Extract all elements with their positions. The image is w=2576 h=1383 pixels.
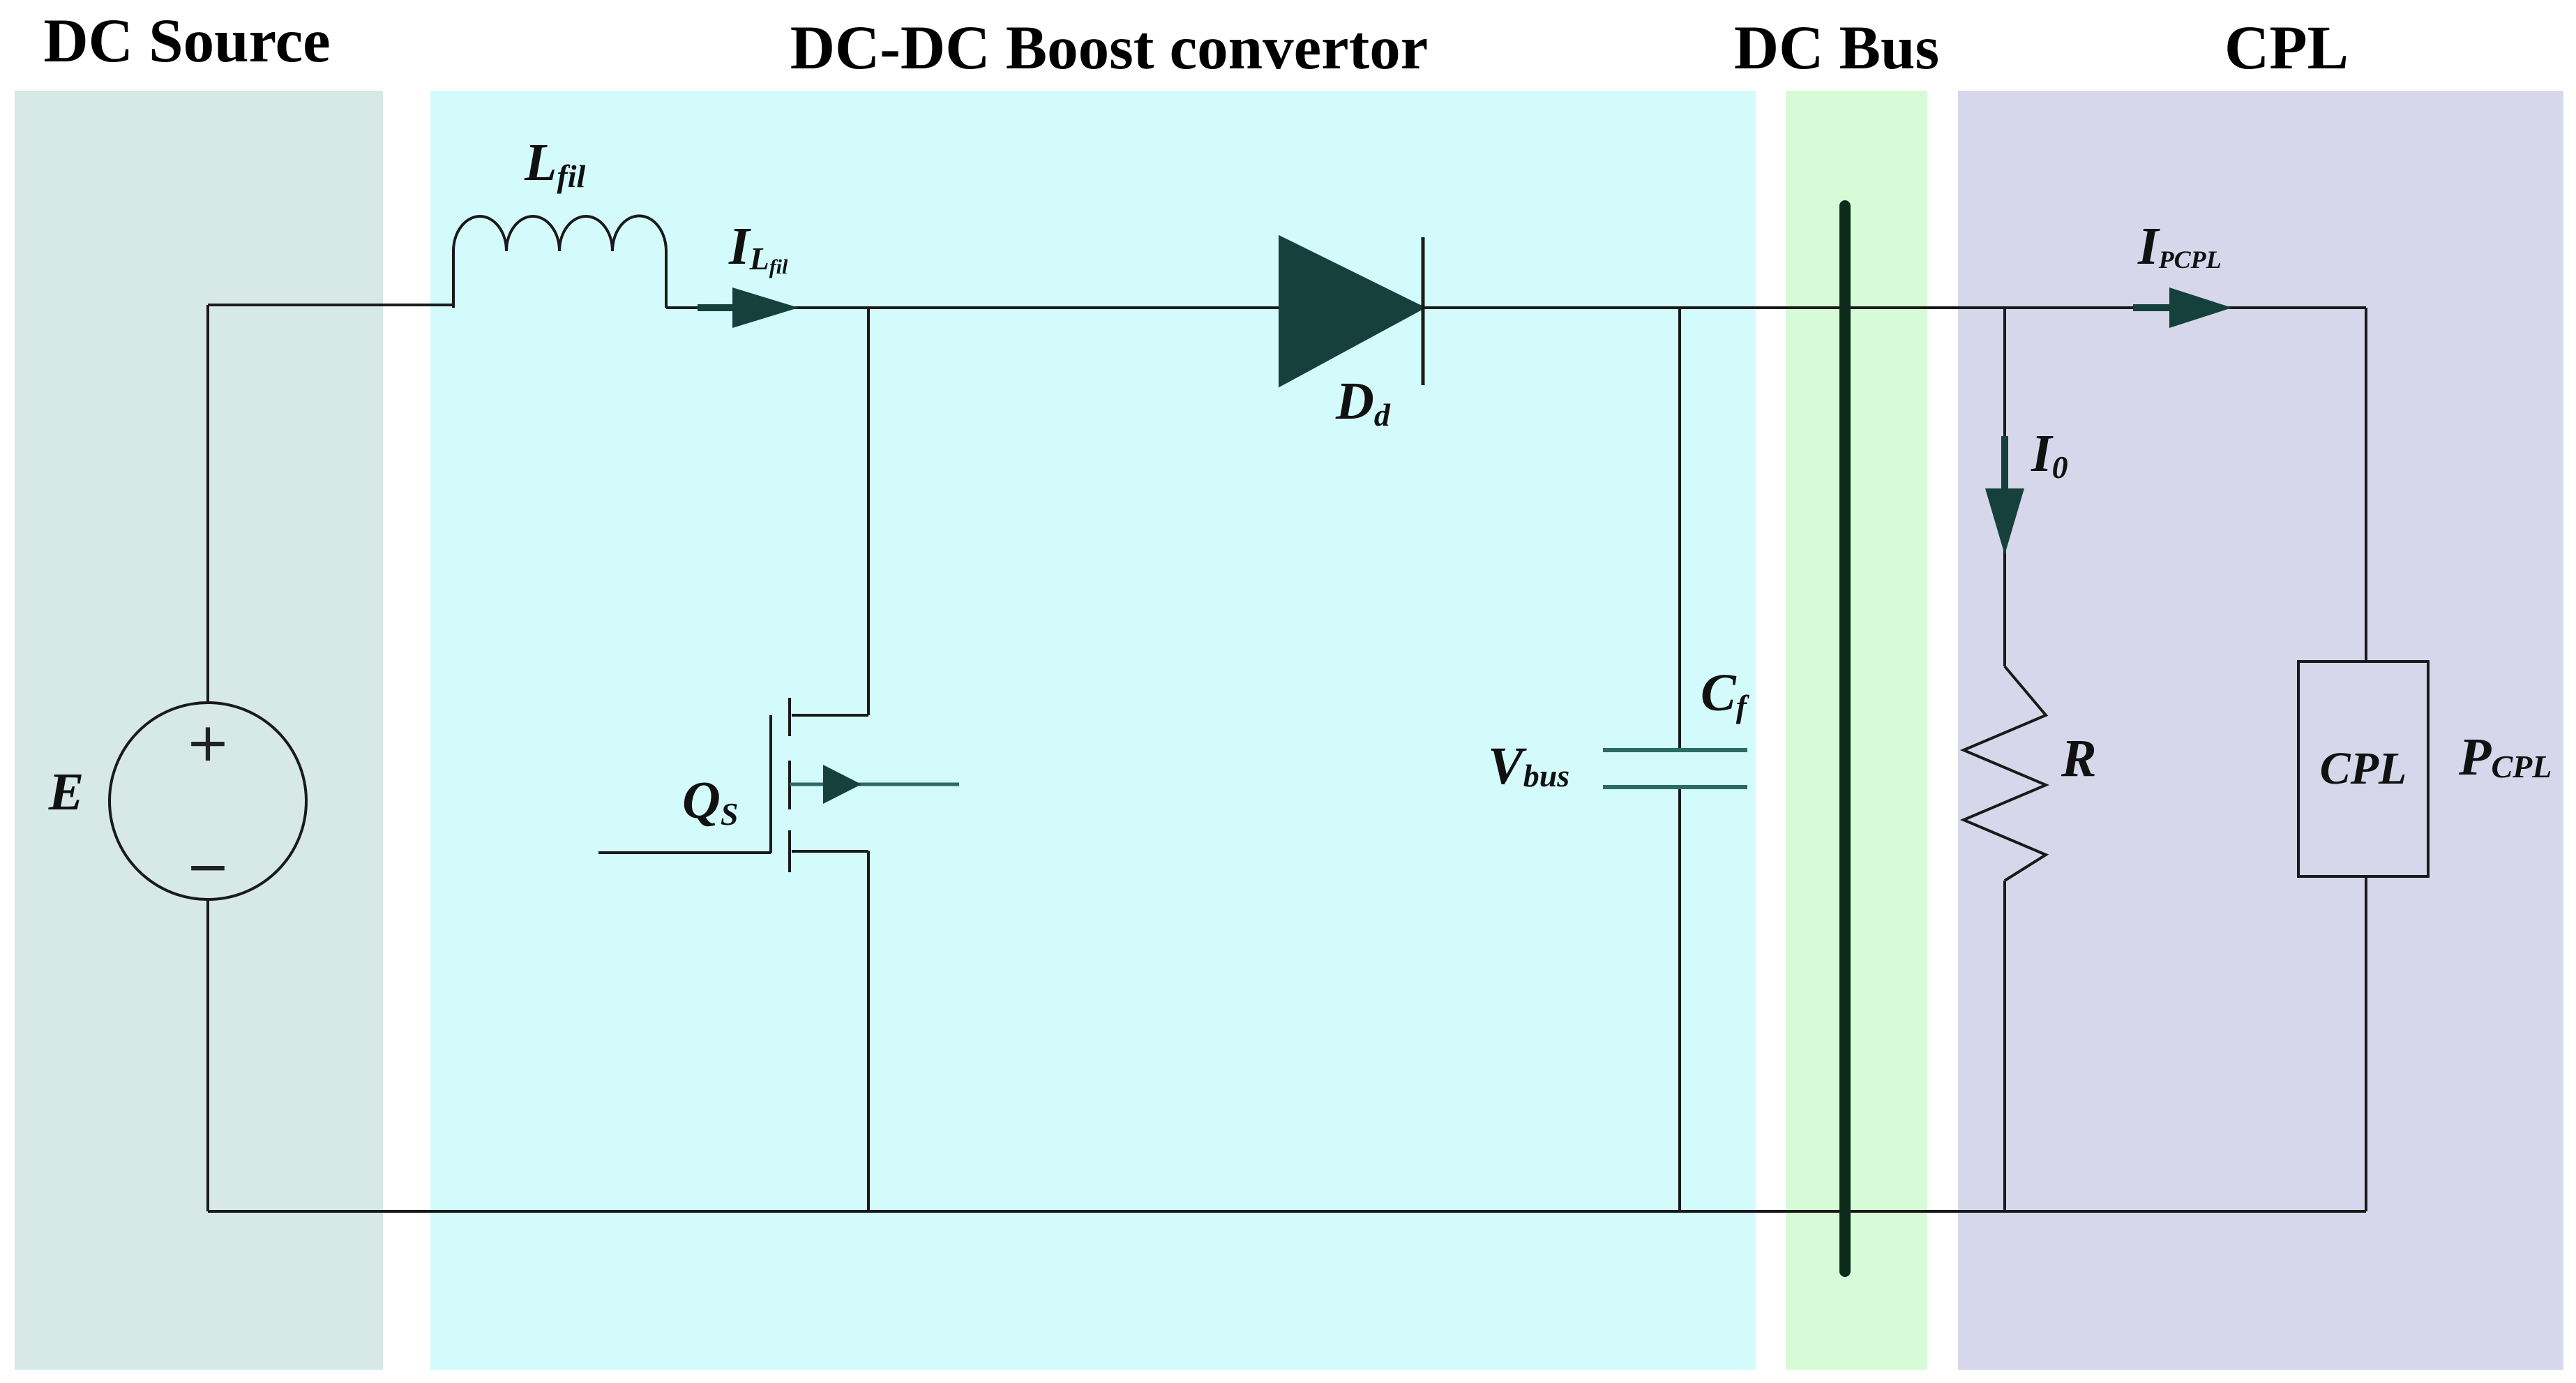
boost-converter-title: DC-DC Boost convertor: [790, 14, 1429, 82]
source-label: E: [48, 763, 84, 821]
resistor-label: R: [2061, 729, 2097, 788]
capacitor-label: Cf: [1701, 664, 1750, 724]
dc-bus-section: [1786, 91, 1927, 1370]
bus-voltage-label: Vbus: [1488, 737, 1569, 795]
inductor-current-arrow-icon: [732, 287, 799, 328]
cpl-load-label: CPL: [2320, 743, 2407, 794]
voltage-source-symbol: [108, 701, 308, 901]
diode-label: Dd: [1335, 372, 1391, 433]
cpl-current-label: IPCPL: [2137, 217, 2222, 276]
boost-converter-section: [430, 91, 1756, 1370]
switch-label: QS: [682, 771, 738, 832]
cpl-power-label: PCPL: [2458, 728, 2552, 786]
inductor-label: Lfil: [524, 133, 586, 194]
inductor-current-label: ILfil: [728, 217, 788, 278]
cpl-current-arrow-icon: [2169, 287, 2232, 328]
cpl-load-box: [2297, 660, 2430, 878]
cpl-section: [1958, 91, 2563, 1370]
dc-bus-title: DC Bus: [1734, 14, 1939, 82]
inductor-coil: [452, 214, 668, 308]
resistor-current-label: I0: [2031, 424, 2068, 485]
resistor-symbol: [1959, 665, 2050, 882]
diode-symbol: [1279, 234, 1426, 388]
source-minus-sign: −: [186, 835, 230, 897]
source-plus-sign: +: [186, 711, 230, 773]
cpl-title: CPL: [2224, 14, 2349, 82]
resistor-current-arrow-icon: [1985, 488, 2024, 555]
dc-source-title: DC Source: [43, 7, 330, 75]
switch-body-arrow-icon: [823, 765, 861, 804]
